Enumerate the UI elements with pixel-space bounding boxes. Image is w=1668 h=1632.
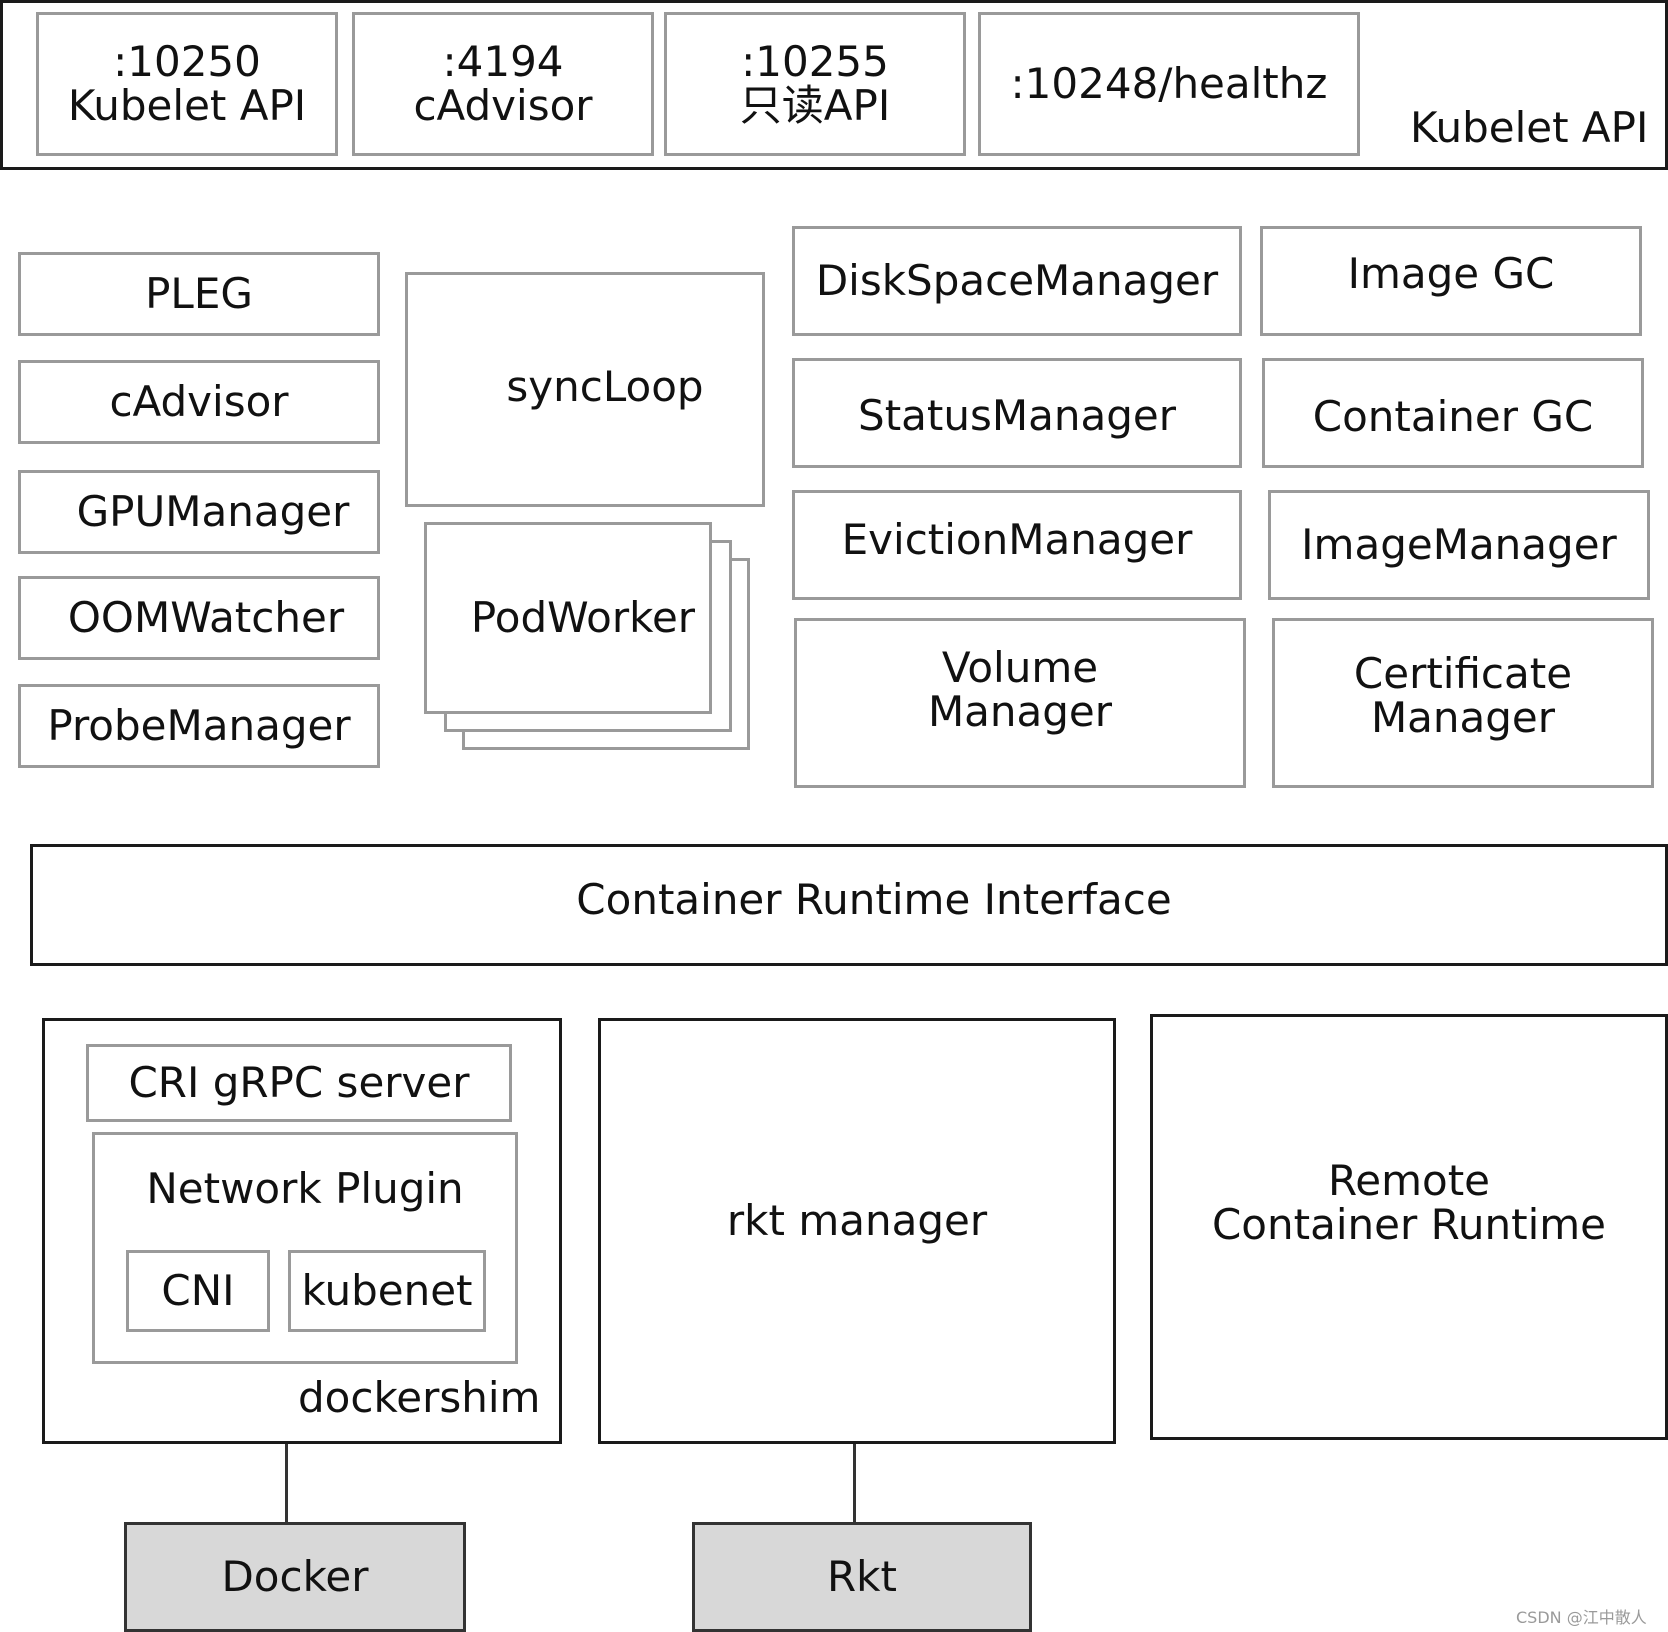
image-gc-box: Image GC: [1260, 226, 1642, 336]
kubenet-label: kubenet: [301, 1266, 473, 1315]
port-10250-number: :10250: [113, 37, 261, 86]
rkt-manager-rkt-connector: [853, 1444, 856, 1522]
status-manager-box: StatusManager: [792, 358, 1242, 468]
pod-worker-label: PodWorker: [470, 593, 696, 642]
eviction-manager-box: EvictionManager: [792, 490, 1242, 600]
probe-manager-label: ProbeManager: [47, 701, 351, 750]
gpu-manager-label: GPUManager: [76, 487, 350, 536]
network-plugin-label: Network Plugin: [146, 1164, 464, 1213]
port-4194-box: :4194 cAdvisor: [352, 12, 654, 156]
volume-manager-line2: Manager: [927, 687, 1113, 736]
docker-box: Docker: [124, 1522, 466, 1632]
oom-watcher-label: OOMWatcher: [67, 593, 345, 642]
certificate-manager-line1: Certificate: [1353, 649, 1573, 698]
image-gc-label: Image GC: [1347, 249, 1555, 298]
gpu-manager-box: GPUManager: [18, 470, 380, 554]
port-10255-number: :10255: [741, 37, 889, 86]
container-gc-box: Container GC: [1262, 358, 1644, 468]
dockershim-docker-connector: [285, 1444, 288, 1522]
cri-label: Container Runtime Interface: [576, 875, 1172, 924]
volume-manager-box: Volume Manager: [794, 618, 1246, 788]
cni-box: CNI: [126, 1250, 270, 1332]
cri-grpc-server-box: CRI gRPC server: [86, 1044, 512, 1122]
port-10250-box: :10250 Kubelet API: [36, 12, 338, 156]
volume-manager-line1: Volume: [941, 643, 1099, 692]
kubelet-api-title: Kubelet API: [1410, 103, 1649, 152]
status-manager-label: StatusManager: [858, 391, 1176, 440]
pleg-box: PLEG: [18, 252, 380, 336]
port-10248-box: :10248/healthz: [978, 12, 1360, 156]
port-10250-label: Kubelet API: [67, 81, 307, 130]
port-10255-box: :10255 只读API: [664, 12, 966, 156]
probe-manager-box: ProbeManager: [18, 684, 380, 768]
remote-runtime-line1: Remote: [1327, 1156, 1491, 1205]
eviction-manager-label: EvictionManager: [841, 515, 1193, 564]
cni-label: CNI: [161, 1266, 235, 1315]
pod-worker-box: PodWorker: [424, 522, 712, 714]
cri-grpc-server-label: CRI gRPC server: [128, 1058, 470, 1107]
certificate-manager-box: Certificate Manager: [1272, 618, 1654, 788]
cadvisor-box: cAdvisor: [18, 360, 380, 444]
image-manager-label: ImageManager: [1301, 520, 1617, 569]
docker-label: Docker: [221, 1552, 369, 1601]
dockershim-label: dockershim: [298, 1373, 541, 1422]
oom-watcher-box: OOMWatcher: [18, 576, 380, 660]
rkt-manager-box: rkt manager: [598, 1018, 1116, 1444]
port-10255-label: 只读API: [739, 81, 891, 130]
image-manager-box: ImageManager: [1268, 490, 1650, 600]
port-4194-number: :4194: [442, 37, 564, 86]
cadvisor-label: cAdvisor: [109, 377, 289, 426]
remote-runtime-line2: Container Runtime: [1211, 1200, 1607, 1249]
certificate-manager-line2: Manager: [1370, 693, 1556, 742]
port-10248-label: :10248/healthz: [1010, 59, 1328, 108]
sync-loop-box: syncLoop: [405, 272, 765, 507]
disk-space-manager-box: DiskSpaceManager: [792, 226, 1242, 336]
container-gc-label: Container GC: [1312, 392, 1594, 441]
rkt-manager-label: rkt manager: [726, 1196, 988, 1245]
pleg-label: PLEG: [145, 269, 253, 318]
csdn-credit: CSDN @江中散人: [1516, 1608, 1647, 1627]
remote-runtime-box: Remote Container Runtime: [1150, 1014, 1668, 1440]
rkt-box: Rkt: [692, 1522, 1032, 1632]
sync-loop-label: syncLoop: [506, 362, 704, 411]
rkt-label: Rkt: [827, 1552, 897, 1601]
kubenet-box: kubenet: [288, 1250, 486, 1332]
disk-space-manager-label: DiskSpaceManager: [815, 256, 1219, 305]
cri-bar: Container Runtime Interface: [30, 844, 1668, 966]
port-4194-label: cAdvisor: [413, 81, 593, 130]
